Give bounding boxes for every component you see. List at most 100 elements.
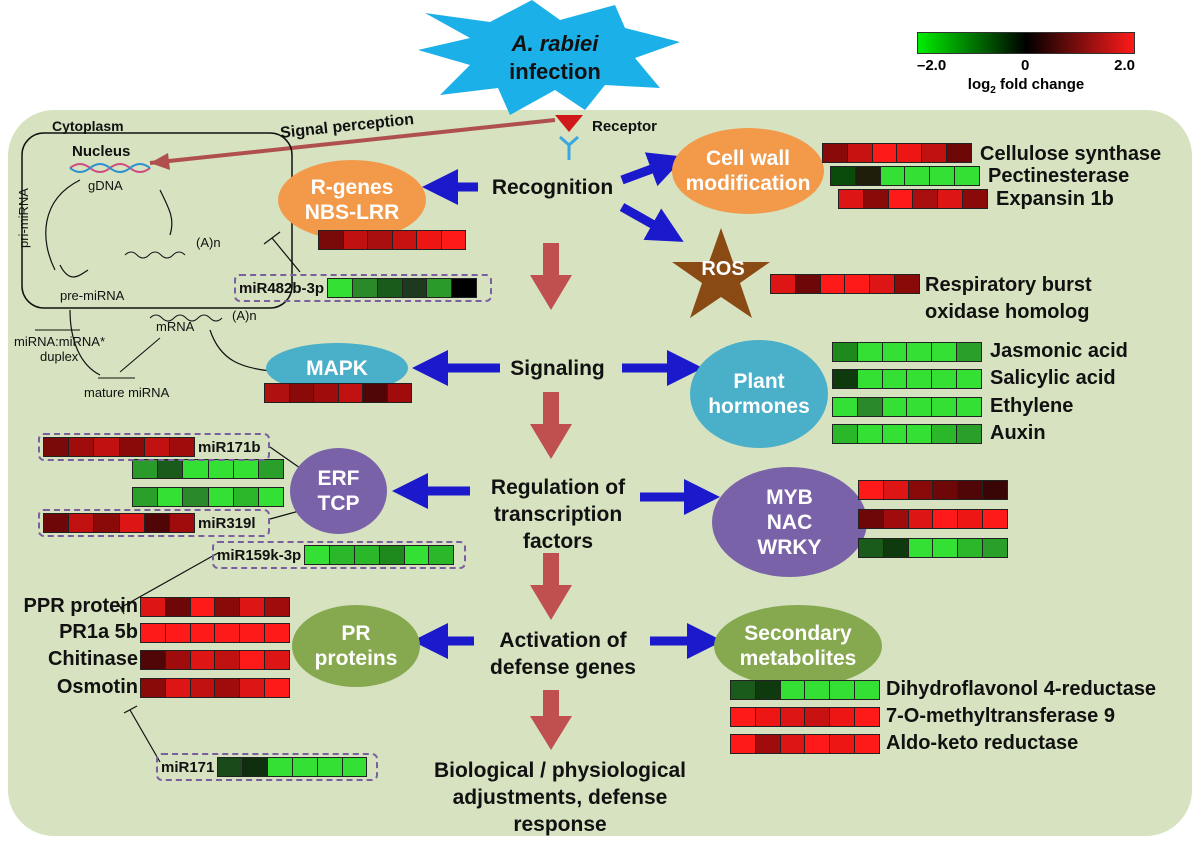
heatmap-cell: [363, 384, 388, 402]
heatmap-rgenes: [318, 230, 466, 250]
heatmap-cell: [883, 539, 909, 557]
cytoplasm-label: Cytoplasm: [52, 118, 124, 134]
heatmap-cell: [352, 279, 378, 297]
heatmap-cell: [780, 681, 806, 699]
heatmap-cell: [402, 279, 428, 297]
heatmap-omethyltransferase: [730, 707, 880, 727]
label-pr1a: PR1a 5b: [59, 621, 138, 643]
mir159-box: miR159k-3p: [212, 541, 466, 569]
heatmap-cell: [165, 651, 191, 669]
heatmap-cell: [133, 488, 159, 506]
heatmap-cell: [429, 546, 454, 564]
heatmap-cell: [957, 370, 981, 388]
polya-label-2: (A)n: [232, 308, 257, 323]
heatmap-cell: [240, 651, 266, 669]
heatmap-cell: [190, 651, 216, 669]
heatmap-cell: [258, 488, 284, 506]
heatmap-cell: [342, 758, 367, 776]
heatmap-cell: [265, 679, 289, 697]
heatmap-cell: [240, 598, 266, 616]
heatmap-cell: [94, 438, 120, 456]
heatmap-myb-1: [858, 480, 1008, 500]
heatmap-auxin: [832, 424, 982, 444]
label-pectinesterase: Pectinesterase: [988, 165, 1130, 187]
heatmap-cell: [957, 425, 981, 443]
heatmap-cell: [833, 425, 858, 443]
heatmap-jasmonic-acid: [832, 342, 982, 362]
mir319-box: miR319l: [38, 509, 270, 537]
heatmap-cell: [404, 546, 430, 564]
heatmap-cell: [855, 708, 879, 726]
heatmap-cell: [907, 398, 933, 416]
mir482-label: miR482b-3p: [239, 279, 325, 297]
label-dihydroflavonol: Dihydroflavonol 4-reductase: [886, 678, 1157, 700]
heatmap-cell: [731, 735, 756, 753]
heatmap-cell: [771, 275, 796, 293]
heatmap-cell: [795, 275, 821, 293]
heatmap-salicylic-acid: [832, 369, 982, 389]
heatmap-cell: [240, 624, 266, 642]
heatmap-cell: [755, 708, 781, 726]
heatmap-myb-2: [858, 509, 1008, 529]
heatmap-mir171: [217, 757, 368, 777]
heatmap-cell: [805, 708, 831, 726]
heatmap-cell: [933, 481, 959, 499]
heatmap-cell: [983, 481, 1007, 499]
heatmap-cell: [908, 539, 934, 557]
heatmap-ethylene: [832, 397, 982, 417]
heatmap-cell: [839, 190, 864, 208]
heatmap-mapk: [264, 383, 412, 403]
heatmap-cell: [957, 343, 981, 361]
polya-label-1: (A)n: [196, 235, 221, 250]
heatmap-cell: [44, 514, 70, 532]
label-omethyltransferase: 7-O-methyltransferase 9: [886, 705, 1115, 727]
heatmap-cell: [183, 488, 209, 506]
heatmap-cell: [44, 438, 70, 456]
signal-perception-arrow: [149, 118, 556, 165]
heatmap-cell: [69, 438, 95, 456]
label-aldo-keto: Aldo-keto reductase: [886, 732, 1079, 754]
heatmap-cell: [215, 598, 241, 616]
heatmap-cell: [833, 343, 858, 361]
heatmap-cell: [908, 481, 934, 499]
heatmap-cell: [888, 190, 914, 208]
label-jasmonic-acid: Jasmonic acid: [990, 340, 1128, 362]
heatmap-cell: [141, 598, 166, 616]
heatmap-cell: [833, 398, 858, 416]
heatmap-cell: [932, 425, 958, 443]
heatmap-cell: [870, 275, 896, 293]
heatmap-respiratory-burst: [770, 274, 920, 294]
heatmap-cell: [208, 460, 234, 478]
heatmap-cell: [780, 708, 806, 726]
heatmap-cell: [319, 231, 344, 249]
heatmap-cell: [731, 681, 756, 699]
heatmap-cell: [859, 510, 884, 528]
heatmap-erf-2: [132, 487, 284, 507]
heatmap-cell: [190, 679, 216, 697]
mir171b-box: miR171b: [38, 433, 270, 461]
heatmap-cell: [883, 510, 909, 528]
heatmap-ppr-protein: [140, 597, 290, 617]
label-ethylene: Ethylene: [990, 395, 1074, 417]
legend-max: 2.0: [1114, 57, 1135, 74]
heatmap-cell: [857, 398, 883, 416]
heatmap-cell: [379, 546, 405, 564]
heatmap-cell: [855, 681, 879, 699]
heatmap-cell: [897, 144, 923, 162]
mir171-label: miR171: [161, 758, 215, 776]
heatmap-cell: [882, 343, 908, 361]
heatmap-cell: [863, 190, 889, 208]
heatmap-cell: [955, 167, 979, 185]
label-chitinase: Chitinase: [47, 648, 138, 670]
heatmap-cell: [317, 758, 343, 776]
heatmap-cell: [233, 488, 259, 506]
signaling-label: Signaling: [510, 357, 605, 380]
heatmap-cell: [69, 514, 95, 532]
legend-mid: 0: [1021, 57, 1030, 74]
heatmap-cell: [831, 167, 856, 185]
heatmap-cell: [165, 598, 191, 616]
